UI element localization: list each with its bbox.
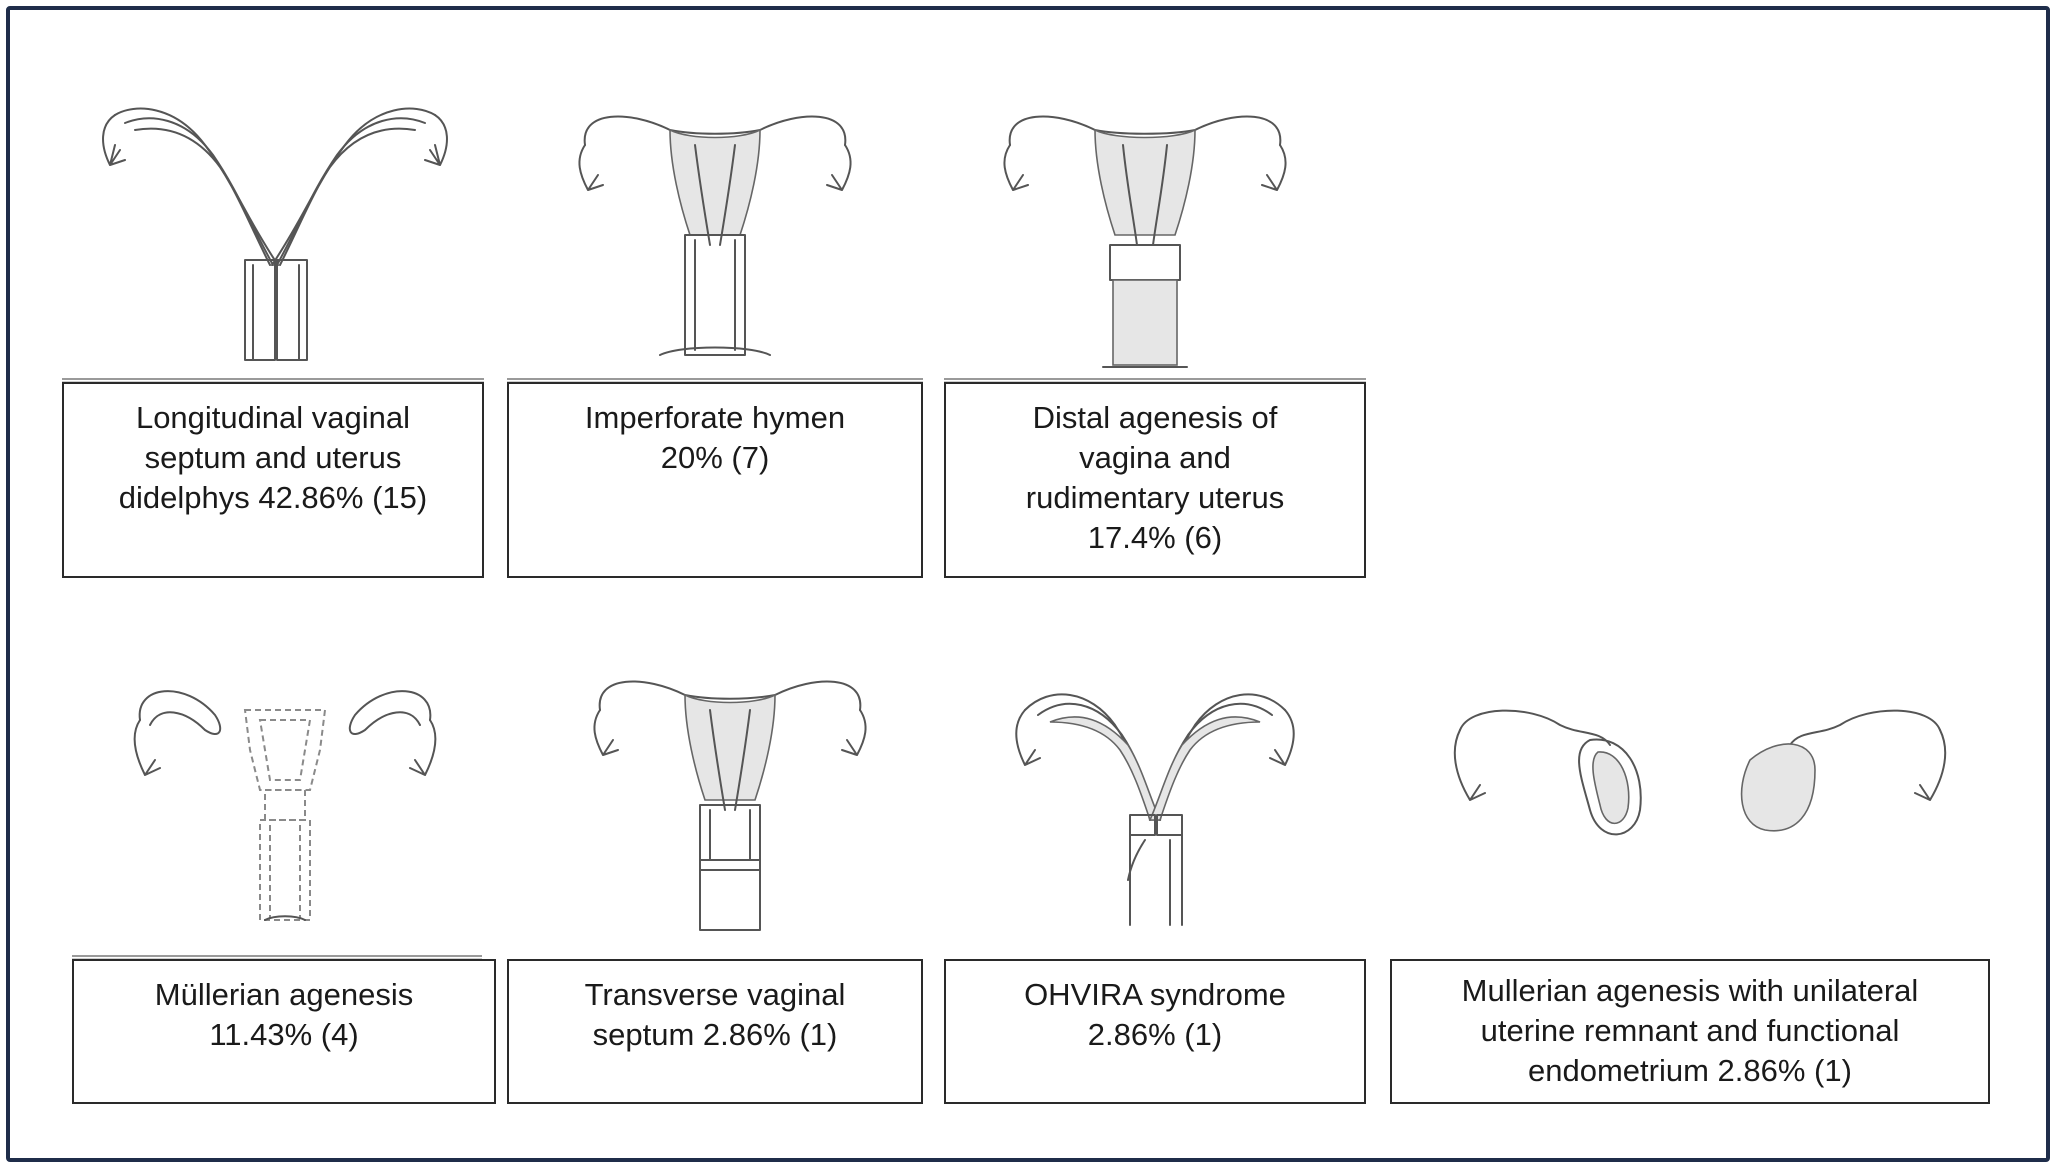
label-line: 17.4% (6)	[1087, 520, 1223, 555]
label-line: septum 2.86% (1)	[592, 1017, 838, 1052]
label-line: uterine remnant and functional	[1480, 1013, 1900, 1048]
label-line: rudimentary uterus	[1025, 480, 1285, 515]
label-line: didelphys 42.86% (15)	[118, 480, 428, 515]
label-box-transverse-septum: Transverse vaginal septum 2.86% (1)	[507, 959, 923, 1104]
shelf-line	[507, 378, 923, 382]
distal-vaginal-agenesis-icon	[995, 105, 1295, 375]
label-line: OHVIRA syndrome	[1024, 977, 1286, 1012]
shelf-line	[944, 378, 1366, 382]
label-box-ohvira: OHVIRA syndrome 2.86% (1)	[944, 959, 1366, 1104]
label-line: 20% (7)	[660, 440, 770, 475]
imperforate-hymen-icon	[570, 105, 860, 365]
label-line: septum and uterus	[144, 440, 402, 475]
label-line: 11.43% (4)	[209, 1017, 359, 1052]
uterine-remnant-icon	[1450, 700, 1950, 850]
label-line: Transverse vaginal	[584, 977, 846, 1012]
label-line: Müllerian agenesis	[154, 977, 414, 1012]
label-box-uterus-didelphys: Longitudinal vaginal septum and uterus d…	[62, 382, 484, 578]
label-line: Longitudinal vaginal	[135, 400, 411, 435]
label-line: Distal agenesis of	[1032, 400, 1278, 435]
shelf-line	[72, 955, 482, 959]
uterus-didelphys-icon	[95, 105, 455, 365]
label-box-uterine-remnant: Mullerian agenesis with unilateral uteri…	[1390, 959, 1990, 1104]
ohvira-icon	[1010, 680, 1300, 930]
label-box-mullerian-agenesis: Müllerian agenesis 11.43% (4)	[72, 959, 496, 1104]
shelf-line	[62, 378, 484, 382]
label-line: 2.86% (1)	[1087, 1017, 1223, 1052]
mullerian-agenesis-icon	[125, 680, 445, 930]
transverse-septum-icon	[585, 670, 875, 935]
label-box-distal-vaginal-agenesis: Distal agenesis of vagina and rudimentar…	[944, 382, 1366, 578]
label-box-imperforate-hymen: Imperforate hymen 20% (7)	[507, 382, 923, 578]
label-line: Imperforate hymen	[584, 400, 846, 435]
label-line: endometrium 2.86% (1)	[1528, 1053, 1852, 1088]
label-line: vagina and	[1079, 440, 1231, 475]
label-line: Mullerian agenesis with unilateral	[1461, 973, 1919, 1008]
